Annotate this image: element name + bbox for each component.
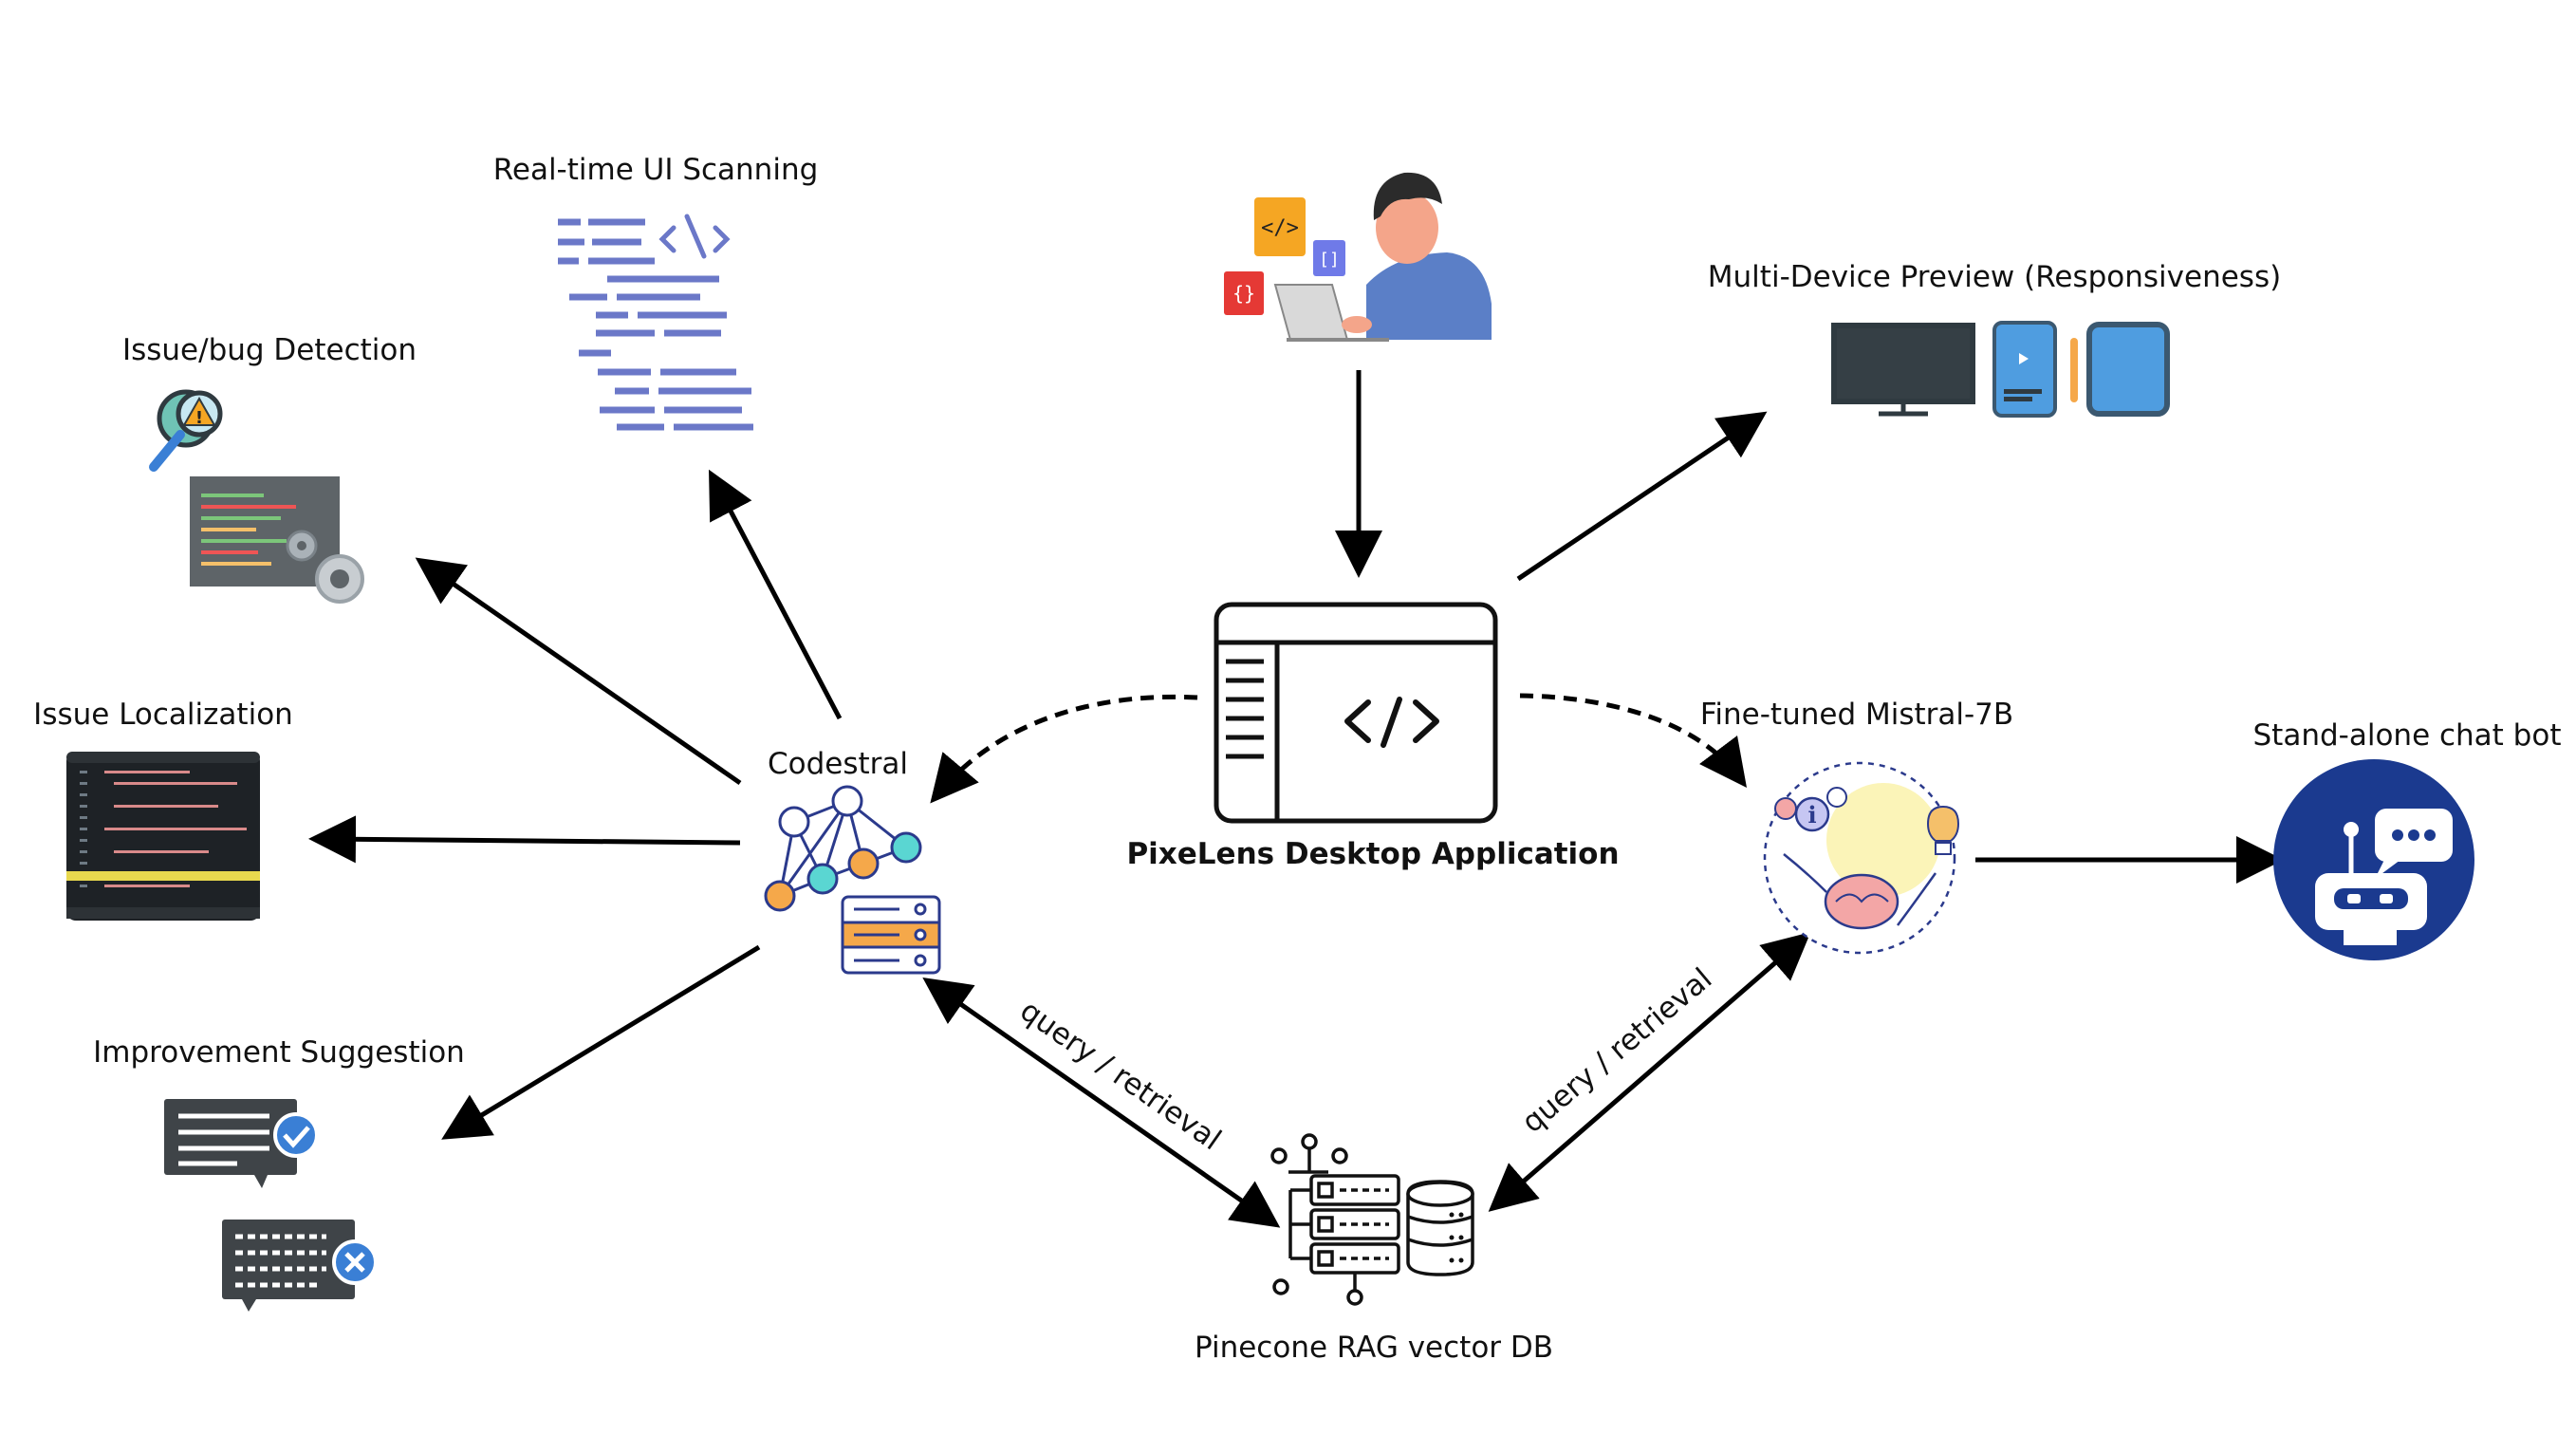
app-label: PixeLens Desktop Application [1126, 837, 1620, 871]
code-window-icon [1214, 602, 1498, 824]
edge-codestral-to-scanning [709, 469, 843, 720]
devices-icon [1831, 321, 2170, 418]
scanning-label: Real-time UI Scanning [492, 153, 819, 187]
edge-codestral-to-bug [415, 557, 742, 786]
svg-text:!: ! [195, 408, 203, 428]
svg-text:[]: [] [1319, 250, 1340, 270]
edge-app-to-mistral [1519, 693, 1748, 788]
preview-label: Multi-Device Preview (Responsiveness) [1707, 260, 2282, 294]
neural-network-server-icon [764, 785, 941, 975]
mistral-label: Fine-tuned Mistral-7B [1699, 698, 2014, 732]
database-server-icon [1270, 1133, 1474, 1306]
localization-label: Issue Localization [33, 698, 293, 732]
code-editor-icon [66, 752, 260, 921]
svg-text:</>: </> [1261, 216, 1299, 240]
chat-suggestion-icon [164, 1099, 378, 1312]
edge-mistral-rag [1488, 932, 1811, 1212]
chatbot-label: Stand-alone chat bot [2252, 718, 2562, 753]
svg-text:{}: {} [1232, 282, 1255, 305]
pinecone-label: Pinecone RAG vector DB [1194, 1331, 1554, 1365]
bug-detection-label: Issue/bug Detection [121, 333, 417, 367]
edge-codestral-to-localization [308, 815, 741, 864]
code-lines-icon [558, 214, 753, 431]
developer-at-laptop-icon: </> [] {} [1224, 172, 1492, 342]
svg-text:i: i [1807, 801, 1816, 829]
edge-app-to-codestral [930, 694, 1198, 804]
chat-bot-icon [2273, 759, 2474, 960]
codestral-label: Codestral [767, 747, 909, 781]
edge-codestral-to-suggestion [441, 944, 761, 1140]
suggestion-label: Improvement Suggestion [93, 1035, 465, 1070]
bug-search-icon: ! [149, 389, 364, 604]
edge-codestral-rag [922, 977, 1281, 1228]
edge-app-to-preview [1516, 411, 1768, 582]
brain-ai-icon: i [1763, 761, 1960, 955]
